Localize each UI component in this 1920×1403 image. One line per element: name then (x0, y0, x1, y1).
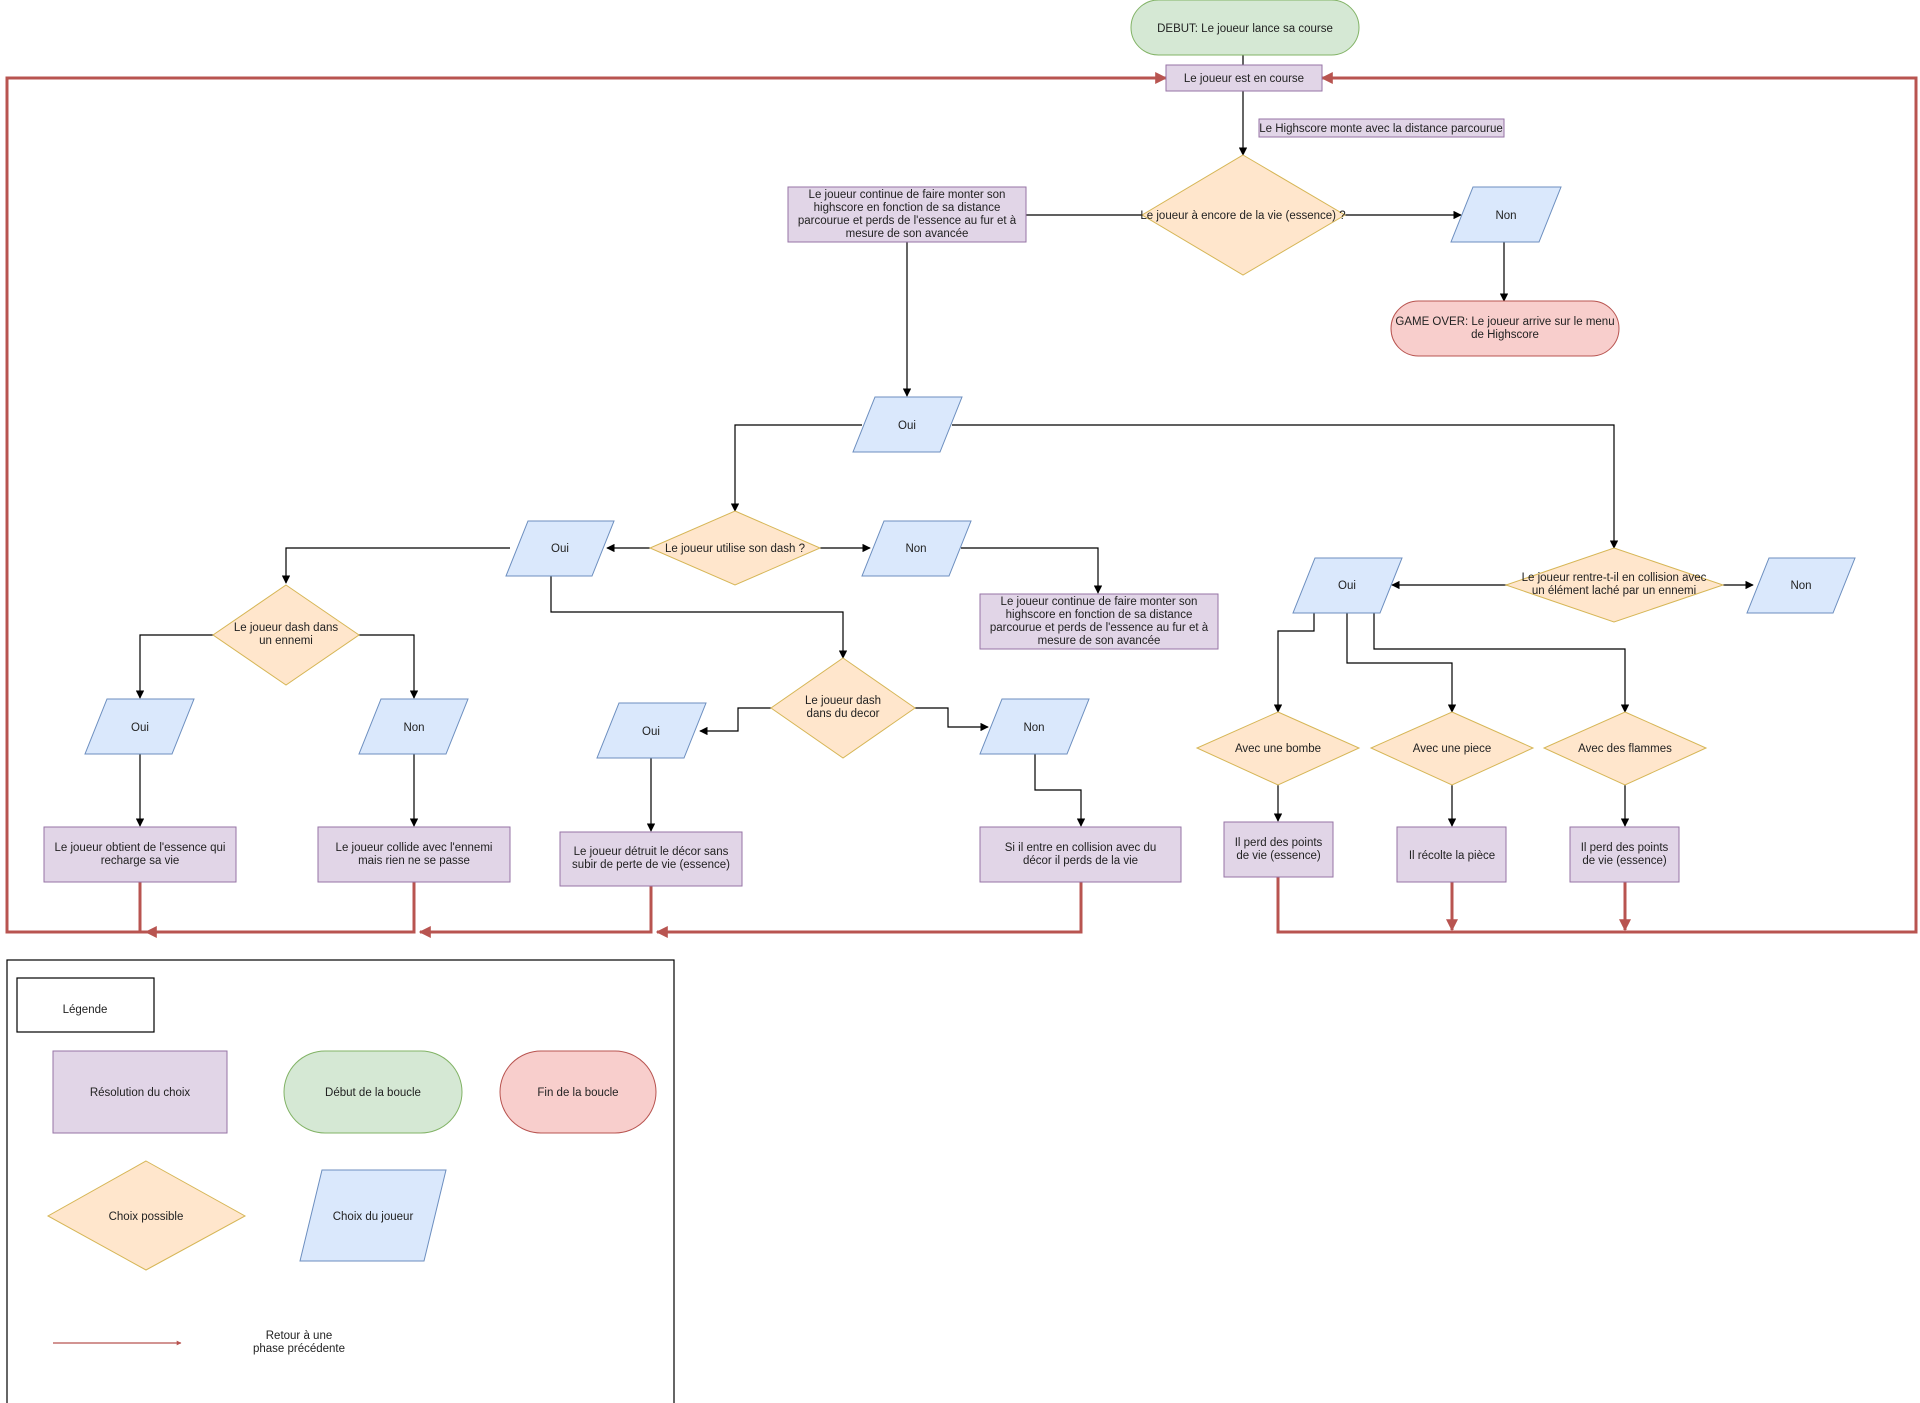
node-non-enemy-label: Non (403, 722, 424, 734)
legend-player-choice: Choix du joueur (299, 1169, 447, 1262)
node-dash-decor: Le joueur dash dans du decor (770, 657, 916, 759)
edge-oui-dash-decor (550, 575, 848, 659)
node-lose-flames: Il perd des points de vie (essence) (1569, 826, 1680, 883)
node-flames: Avec des flammes (1542, 711, 1708, 786)
legend-resolution: Résolution du choix (52, 1050, 228, 1134)
return-loop-left (5, 72, 1168, 934)
return-collide-enemy (144, 881, 416, 938)
node-oui-drop: Oui (1292, 557, 1403, 614)
edge-non-collide-decor (1034, 753, 1086, 827)
legend-choice-label: Choix possible (109, 1211, 184, 1223)
node-oui-dash-label: Oui (551, 543, 569, 555)
node-start: DEBUT: Le joueur lance sa course (1130, 0, 1360, 56)
node-oui-life: Oui (852, 396, 963, 453)
legend-start: Début de la boucle (283, 1050, 463, 1134)
node-collide-decor: Si il entre en collision avec du décor i… (979, 826, 1182, 883)
node-oui-enemy-label: Oui (131, 722, 149, 734)
node-oui-life-label: Oui (898, 420, 916, 432)
edge-oui-dash (730, 424, 862, 512)
node-oui-dash: Oui (505, 520, 615, 577)
node-get-essence: Le joueur obtient de l'essence qui recha… (43, 826, 237, 883)
node-collect-coin-label: Il récolte la pièce (1409, 850, 1495, 862)
node-bomb: Avec une bombe (1195, 711, 1361, 786)
node-highscore-note-label: Le Highscore monte avec la distance parc… (1259, 123, 1503, 135)
edge-enemy-oui (135, 634, 214, 699)
node-start-label: DEBUT: Le joueur lance sa course (1157, 23, 1333, 35)
node-has-life: Le joueur à encore de la vie (essence) ? (1140, 154, 1346, 276)
node-continue-top: Le joueur continue de faire monter son h… (787, 186, 1027, 243)
node-continue-mid: Le joueur continue de faire monter son h… (979, 593, 1219, 650)
node-continue-top-label: Le joueur continue de faire monter son h… (797, 188, 1017, 240)
node-flames-label: Avec des flammes (1578, 743, 1672, 755)
edge-decor-non (915, 707, 989, 732)
node-oui-enemy: Oui (84, 698, 195, 755)
return-collide-decor (655, 881, 1083, 938)
node-game-over-label: GAME OVER: Le joueur arrive sur le menu … (1395, 315, 1615, 341)
node-non-dash: Non (861, 520, 972, 577)
node-bomb-label: Avec une bombe (1235, 743, 1321, 755)
node-dash-enemy-label: Le joueur dash dans un ennemi (233, 622, 339, 647)
node-non-drop-label: Non (1790, 580, 1811, 592)
node-non-decor: Non (979, 698, 1090, 755)
edge-oui-collide-drop (952, 424, 1619, 549)
node-non-drop: Non (1746, 557, 1856, 614)
legend-title: Légende (63, 1004, 108, 1016)
legend-return: Retour à une phase précédente (53, 1330, 346, 1355)
node-get-essence-label: Le joueur obtient de l'essence qui recha… (54, 841, 226, 867)
node-coin-label: Avec une piece (1413, 743, 1491, 755)
node-non-enemy: Non (358, 698, 469, 755)
node-lose-bomb-label: Il perd des points de vie (essence) (1234, 836, 1323, 862)
legend-end-label: Fin de la boucle (537, 1087, 618, 1099)
legend: Légende Résolution du choix Début de la … (6, 959, 675, 1403)
node-collide-enemy: Le joueur collide avec l'ennemi mais rie… (317, 826, 511, 883)
legend-return-label: Retour à une phase précédente (252, 1330, 346, 1355)
node-use-dash-label: Le joueur utilise son dash ? (665, 543, 805, 555)
node-use-dash: Le joueur utilise son dash ? (648, 510, 822, 586)
node-collect-coin: Il récolte la pièce (1396, 826, 1507, 883)
node-running: Le joueur est en course (1165, 64, 1323, 92)
legend-end: Fin de la boucle (499, 1050, 657, 1134)
node-oui-drop-label: Oui (1338, 580, 1356, 592)
node-game-over: GAME OVER: Le joueur arrive sur le menu … (1390, 300, 1620, 357)
node-destroy-decor-label: Le joueur détruit le décor sans subir de… (572, 846, 730, 871)
node-lose-flames-label: Il perd des points de vie (essence) (1580, 841, 1669, 867)
return-loop-right (1276, 72, 1918, 934)
return-arrows (5, 72, 1918, 938)
return-destroy-decor (418, 886, 653, 938)
node-collide-decor-label: Si il entre en collision avec du décor i… (1004, 841, 1157, 867)
node-lose-bomb: Il perd des points de vie (essence) (1223, 821, 1334, 878)
node-oui-decor-label: Oui (642, 726, 660, 738)
node-non-dash-label: Non (905, 543, 926, 555)
node-collide-drop-label: Le joueur rentre-t-il en collision avec … (1521, 572, 1707, 597)
node-destroy-decor: Le joueur détruit le décor sans subir de… (559, 831, 743, 887)
node-coin: Avec une piece (1369, 711, 1535, 786)
edge-non-continue (961, 547, 1103, 594)
edge-oui-coin (1346, 612, 1457, 713)
node-running-label: Le joueur est en course (1184, 73, 1304, 85)
node-dash-enemy: Le joueur dash dans un ennemi (212, 584, 360, 686)
edge-oui-bomb (1273, 612, 1315, 713)
node-oui-decor: Oui (596, 702, 707, 759)
connectors (135, 55, 1754, 832)
node-non-life: Non (1450, 186, 1562, 243)
legend-choice: Choix possible (46, 1160, 247, 1271)
node-non-life-label: Non (1495, 210, 1516, 222)
node-dash-decor-label: Le joueur dash dans du decor (804, 695, 882, 720)
legend-resolution-label: Résolution du choix (90, 1087, 191, 1099)
node-non-decor-label: Non (1023, 722, 1044, 734)
node-collide-enemy-label: Le joueur collide avec l'ennemi mais rie… (335, 841, 493, 867)
edge-enemy-non (357, 634, 419, 699)
node-has-life-label: Le joueur à encore de la vie (essence) ? (1140, 210, 1345, 222)
legend-start-label: Début de la boucle (325, 1087, 421, 1099)
edge-oui-flames (1373, 612, 1630, 713)
node-highscore-note: Le Highscore monte avec la distance parc… (1258, 118, 1505, 138)
legend-player-choice-label: Choix du joueur (333, 1211, 414, 1223)
node-continue-mid-label: Le joueur continue de faire monter son h… (989, 595, 1209, 647)
node-collide-drop: Le joueur rentre-t-il en collision avec … (1504, 547, 1725, 623)
edge-decor-oui (699, 707, 771, 736)
edge-oui-dash-enemy (281, 547, 510, 584)
